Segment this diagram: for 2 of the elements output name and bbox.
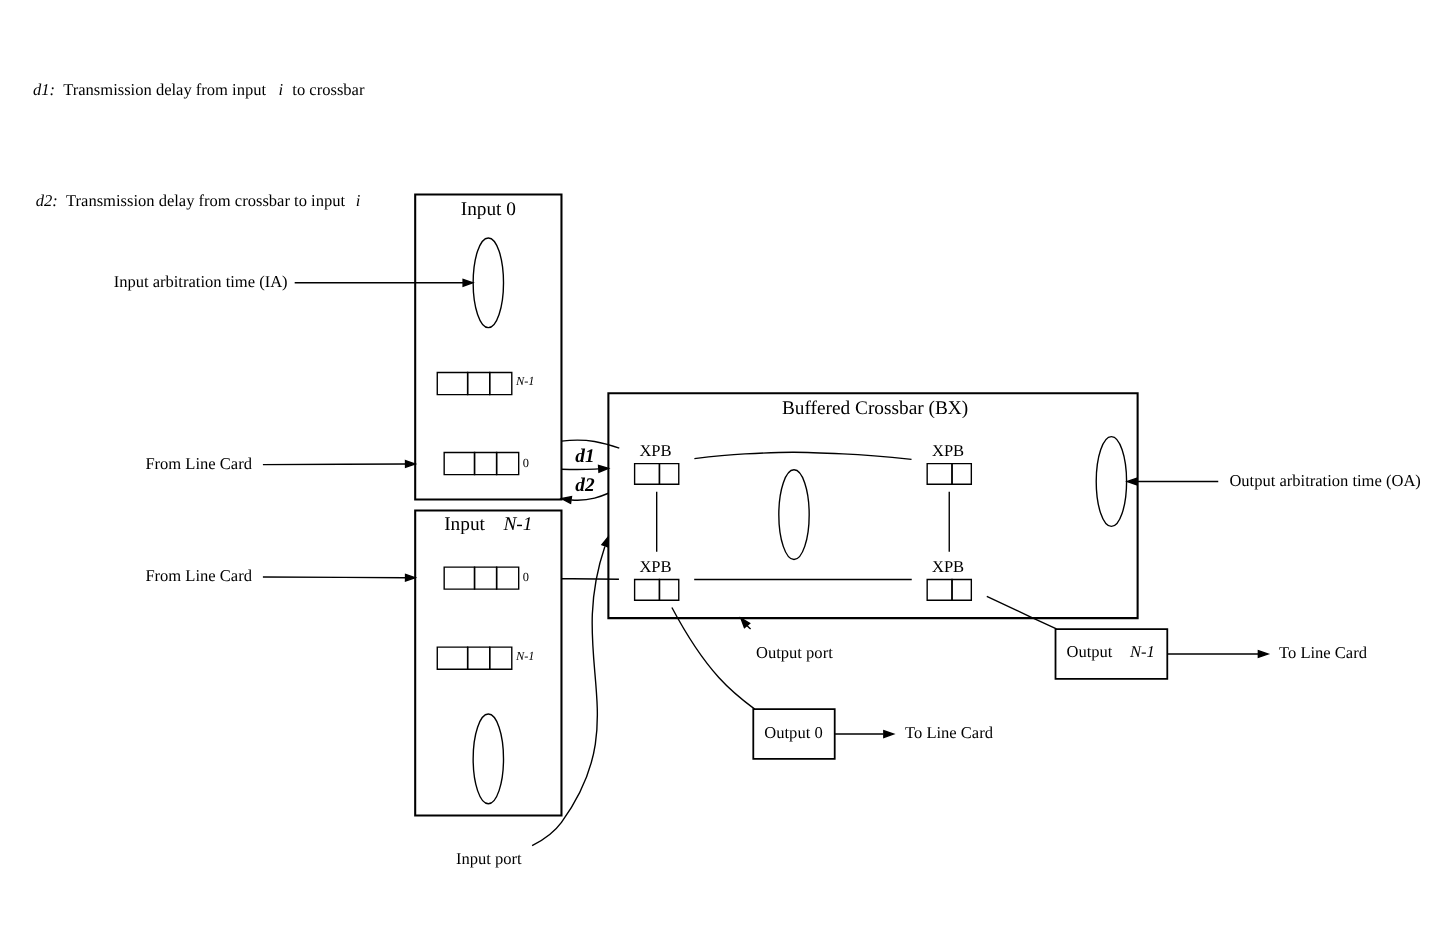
edge-label: d1 xyxy=(575,446,595,469)
edge-label: d2 xyxy=(575,475,595,498)
